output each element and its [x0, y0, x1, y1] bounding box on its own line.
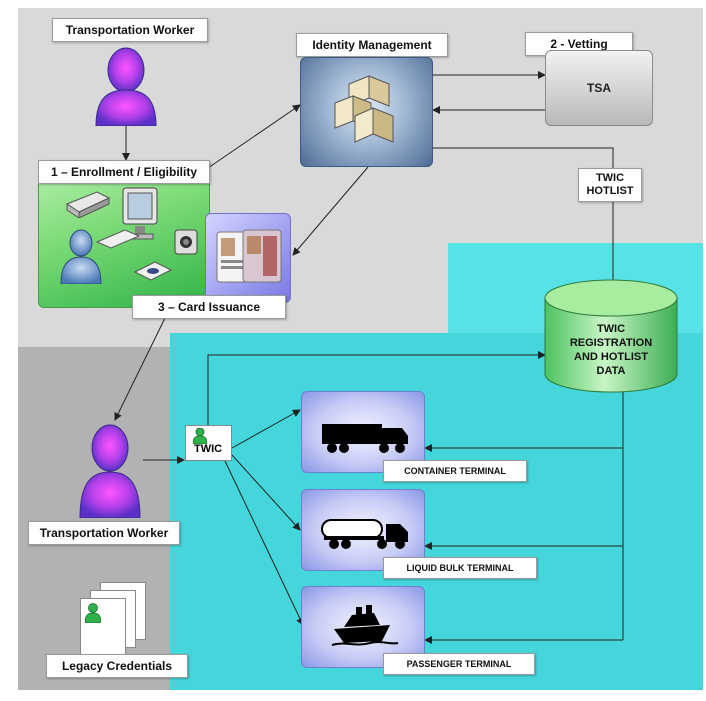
- hotlist-line-2: HOTLIST: [586, 185, 634, 197]
- passenger-terminal-label: PASSENGER TERMINAL: [383, 653, 535, 675]
- arrow-identity-to-database: [433, 147, 617, 300]
- badge-icon: [193, 428, 207, 444]
- arrow-badge-to-container: [231, 409, 301, 449]
- tsa-label: TSA: [587, 81, 611, 95]
- identity-management-label: Identity Management: [296, 33, 448, 57]
- card-icon: [216, 229, 282, 283]
- enrollment-label: 1 – Enrollment / Eligibility: [38, 160, 210, 184]
- hotlist-line-1: TWIC: [595, 172, 625, 184]
- liquid-bulk-terminal-label: LIQUID BULK TERMINAL: [383, 557, 537, 579]
- computer-icon: [122, 187, 158, 240]
- legacy-credentials-label: Legacy Credentials: [46, 654, 188, 678]
- scanner-icon: [65, 191, 111, 218]
- tsa-box: TSA: [545, 50, 653, 126]
- registration-database: [544, 279, 678, 393]
- legacy-document: [80, 598, 126, 656]
- tanker-icon: [321, 519, 408, 549]
- card-issuance-station: [205, 213, 291, 303]
- twic-hotlist-label: TWIC HOTLIST: [578, 168, 642, 202]
- arrow-badge-to-liquid: [231, 454, 301, 531]
- container-terminal: [301, 391, 425, 473]
- worker-top-label: Transportation Worker: [52, 18, 208, 42]
- card-issuance-label: 3 – Card Issuance: [132, 295, 286, 319]
- database-line-3: AND HOTLIST: [574, 351, 648, 363]
- arrow-enrollment-to-identity: [207, 104, 301, 169]
- twic-badge: TWIC: [185, 425, 232, 461]
- server-icon: [334, 75, 394, 143]
- identity-management-box: [300, 57, 433, 167]
- applicant-person-icon: [60, 229, 102, 284]
- ship-icon: [331, 605, 399, 646]
- arrow-badge-to-passenger: [224, 460, 304, 626]
- secure-area: [170, 333, 703, 690]
- worker-bottom-label: Transportation Worker: [28, 521, 180, 545]
- arrow-badge-to-database: [207, 351, 546, 425]
- badge-icon: [85, 603, 101, 623]
- registration-database-label: TWIC REGISTRATION AND HOTLIST DATA: [545, 322, 677, 378]
- person-icon: [95, 47, 157, 126]
- fingerprint-reader-icon: [133, 261, 173, 281]
- arrow-identity-to-card: [292, 166, 369, 256]
- person-icon: [79, 424, 141, 518]
- truck-icon: [322, 424, 408, 453]
- enrollment-station: [38, 163, 210, 308]
- database-line-1: TWIC: [596, 323, 626, 335]
- database-line-2: REGISTRATION: [569, 337, 653, 349]
- arrow-card-to-worker: [114, 317, 166, 421]
- database-line-4: DATA: [596, 365, 626, 377]
- container-terminal-label: CONTAINER TERMINAL: [383, 460, 527, 482]
- keyboard-icon: [95, 229, 141, 249]
- camera-icon: [174, 229, 198, 255]
- twic-badge-label: TWIC: [194, 443, 223, 455]
